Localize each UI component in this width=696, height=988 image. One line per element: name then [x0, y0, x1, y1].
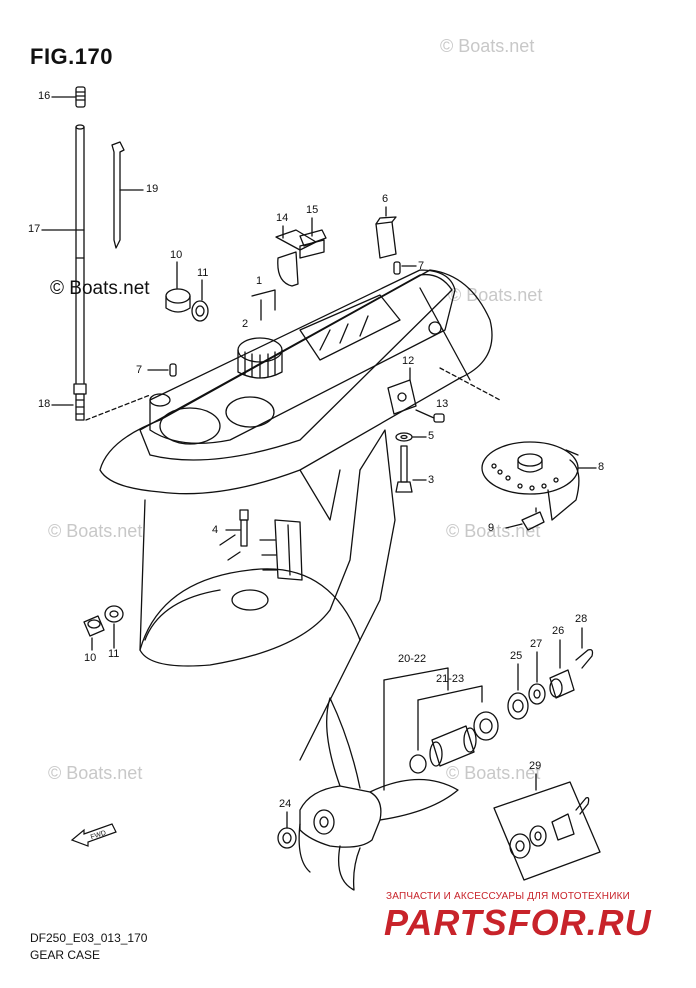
part-14-15-clips	[276, 218, 326, 286]
watermark: © Boats.net	[48, 521, 143, 541]
part-27-spacer	[529, 652, 545, 704]
diagram-code: DF250_E03_013_170	[30, 931, 148, 945]
part-9-bolt	[506, 508, 544, 530]
callout-3: 3	[428, 474, 435, 486]
part-28-cotter-pin	[576, 628, 593, 668]
propeller	[299, 698, 458, 890]
fwd-label: FWD	[90, 830, 107, 842]
part-10-11-lower-plug	[84, 606, 123, 650]
callout-27: 27	[530, 638, 543, 650]
part-16-seal-pin	[52, 87, 85, 107]
callout-20-22: 20-22	[398, 653, 427, 665]
part-10-11-upper-plug	[166, 262, 208, 321]
callout-4: 4	[212, 524, 219, 536]
callout-21-23: 21-23	[436, 673, 465, 685]
callout-28: 28	[575, 613, 588, 625]
callout-6: 6	[382, 193, 389, 205]
part-8-anode	[482, 442, 596, 520]
watermark: © Boats.net	[440, 36, 535, 56]
callout-13: 13	[436, 398, 449, 410]
watermark: © Boats.net	[448, 285, 543, 305]
callout-18: 18	[38, 398, 51, 410]
watermark: © Boats.net	[446, 763, 541, 783]
part-18-shaft-fitting	[52, 384, 86, 420]
callout-7-right: 7	[418, 260, 425, 272]
part-17-drive-shaft	[42, 125, 84, 383]
part-3-bolt	[396, 446, 426, 492]
alignment-lines	[86, 368, 500, 420]
callout-15: 15	[306, 204, 319, 216]
watermark: © Boats.net	[48, 763, 143, 783]
shop-logo: PARTSFOR.RU	[384, 902, 652, 943]
part-29-kit	[494, 774, 600, 880]
callout-24: 24	[279, 798, 292, 810]
diagram-name: GEAR CASE	[30, 948, 101, 962]
part-19-strap	[112, 142, 143, 248]
callout-10-upper: 10	[170, 249, 183, 261]
part-24-washer	[278, 812, 296, 848]
watermark: © Boats.net	[50, 278, 150, 299]
part-7-dowel-pins	[148, 262, 416, 376]
watermark: © Boats.net	[446, 521, 541, 541]
gear-case-housing	[100, 270, 492, 760]
part-26-castle-nut	[550, 640, 574, 698]
part-13-screw	[416, 410, 444, 422]
callout-12: 12	[402, 355, 415, 367]
part-5-washer	[396, 433, 426, 441]
callout-16: 16	[38, 90, 51, 102]
callout-11-lower: 11	[108, 648, 120, 660]
shop-tagline: ЗАПЧАСТИ И АКСЕССУАРЫ ДЛЯ МОТОТЕХНИКИ	[386, 891, 631, 902]
callout-8: 8	[598, 461, 605, 473]
part-25-thrust-washer	[508, 664, 528, 719]
part-4-bolt	[226, 510, 248, 546]
part-12-block	[388, 368, 416, 414]
callout-26: 26	[552, 625, 565, 637]
callout-2: 2	[242, 318, 249, 330]
callout-14: 14	[276, 212, 289, 224]
callout-9: 9	[488, 522, 495, 534]
part-21-23-bearing-set	[410, 712, 498, 773]
figure-title: FIG.170	[30, 44, 113, 69]
callout-11-upper: 11	[197, 267, 209, 279]
part-6-plug	[376, 207, 396, 258]
callout-17: 17	[28, 223, 41, 235]
callout-5: 5	[428, 430, 435, 442]
callout-19: 19	[146, 183, 159, 195]
forward-direction-arrow: FWD	[70, 823, 117, 847]
callout-1: 1	[256, 275, 263, 287]
callout-25: 25	[510, 650, 523, 662]
callout-29: 29	[529, 760, 542, 772]
callout-brackets	[252, 290, 482, 790]
callout-10-lower: 10	[84, 652, 97, 664]
callout-7-left: 7	[136, 364, 143, 376]
